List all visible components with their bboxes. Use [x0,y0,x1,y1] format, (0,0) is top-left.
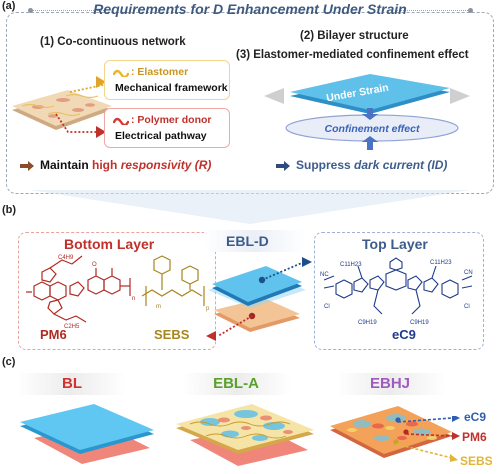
pm6-side-chain-bottom: C2H5 [64,324,80,330]
ebhj-donor-domains [372,421,418,440]
donor-pointer [55,113,108,133]
maintain-arrow-icon [20,160,34,171]
donor-pointer-arrowhead [96,126,106,138]
requirement-1: (1) Co-continuous network [40,36,186,48]
ebhj-elastomer-domains [347,426,437,440]
elastomer-pointer-arrowhead [96,76,106,88]
suppress-symbol: (ID) [424,158,448,172]
panel-a-label: (a) [2,0,16,12]
ebl-d-top-pointer [261,261,305,281]
ec9-cl-right: Cl [464,304,470,310]
maintain-responsivity: responsivity [120,158,192,172]
ebl-d-bottom-layer-top [214,298,300,328]
pm6-structure: C4H9 C2H5 O n [26,255,135,330]
elastomer-pointer [69,83,109,93]
bl-stack [20,404,154,464]
bl-header: BL [62,375,82,392]
confinement-arrowhead-up [362,136,378,142]
pm6-repeat-n: n [132,296,135,302]
maintain-responsivity-text: Maintain high responsivity (R) [20,158,211,172]
title-rule-right [396,10,470,12]
ec9-side-chain-tr: C11H23 [430,260,452,266]
legend-ec9: eC9 [464,410,487,424]
top-layer-box [314,232,484,350]
pm6-fluorine: O [92,262,97,268]
sebs-label: SEBS [154,327,190,342]
bl-top-layer [20,404,154,450]
ec9-side-chain-bl: C9H19 [358,320,377,326]
panel-b-label: (b) [2,204,17,216]
suppress-dark-current: dark current [354,158,425,172]
ebl-d-top-layer [212,266,302,302]
confinement-arrowhead-down [362,114,378,120]
panel-a-title: Requirements for D Enhancement Under Str… [93,1,407,17]
donor-tag: : Polymer donor [131,114,212,126]
ebhj-header-bg [336,373,446,395]
ebl-d-label-bg [204,230,304,252]
pm6-side-chain-top: C4H9 [58,255,74,261]
sebs-subscript-p: p [206,306,210,312]
title-dot-right [468,8,473,13]
ebl-a-strands [189,421,291,439]
ebl-a-stack [176,404,314,466]
ebl-a-header: EBL-A [213,375,259,392]
ebhj-acceptor-domains [353,414,431,441]
blend-film-illustration [12,83,112,133]
bl-header-bg [16,373,126,395]
donor-wave-icon [113,117,129,125]
suppress-dark-current-text: Suppress dark current (ID) [276,158,447,172]
legend-pm6: PM6 [462,430,487,444]
strained-bilayer-illustration: Under Strain Confinement effect [264,74,470,150]
elastomer-card: : Elastomer Mechanical framework [104,60,230,100]
top-film [290,74,450,110]
ec9-side-chain-br: C9H19 [410,320,429,326]
panel-c-label: (c) [2,356,16,368]
sebs-structure: m p [141,255,210,312]
sebs-subscript-m: m [156,304,161,310]
strain-arrow-left [264,88,284,104]
ebhj-layer [330,406,452,458]
ebl-a-header-bg [182,373,292,395]
requirement-3: (3) Elastomer-mediated confinement effec… [236,49,469,61]
ec9-side-chain-tl: C11H23 [340,262,362,268]
polymer-donor-card: : Polymer donor Electrical pathway [104,108,230,148]
ec9-structure: C11H23 C11H23 C9H19 C9H19 NC CN Cl Cl [320,257,473,326]
ebhj-header: EBHJ [369,375,410,392]
suppress-prefix: Suppress [296,158,355,172]
maintain-emphasis: high [92,158,121,172]
ec9-cn-left: NC [320,272,329,278]
ec9-cl-left: Cl [324,304,330,310]
elastomer-tag: : Elastomer [131,66,189,78]
ebhj-layer-top [330,406,452,454]
ec9-label: eC9 [392,327,416,342]
donor-role: Electrical pathway [115,130,207,142]
bottom-layer-title: Bottom Layer [64,236,155,252]
pm6-label: PM6 [40,327,67,342]
confinement-text: Confinement effect [325,123,420,135]
legend-sebs: SEBS [460,454,493,468]
strain-arrow-right [450,88,470,104]
blend-film-texture [32,98,95,118]
top-layer-title: Top Layer [362,236,428,252]
bottom-layer-arrowhead [206,331,216,341]
maintain-prefix: Maintain [40,158,93,172]
ebl-d-label: EBL-D [226,233,269,249]
maintain-symbol: (R) [191,158,212,172]
ebhj-sebs-marker [393,439,399,445]
blend-film-strands [21,93,99,117]
ebl-a-red-domains [218,415,293,434]
top-layer-arrowhead [302,257,312,267]
panel-a-to-b-connector [30,190,470,224]
elastomer-role: Mechanical framework [115,82,228,94]
suppress-arrow-icon [276,160,290,171]
blend-film-top [12,90,112,126]
title-dot-left [28,8,33,13]
ec9-cn-right: CN [464,270,473,276]
elastomer-wave-icon [113,69,129,77]
ebl-d-device [208,261,306,337]
title-rule-left [32,10,106,12]
requirement-2: (2) Bilayer structure [300,30,409,42]
ebhj-legend-arrows [396,416,460,462]
